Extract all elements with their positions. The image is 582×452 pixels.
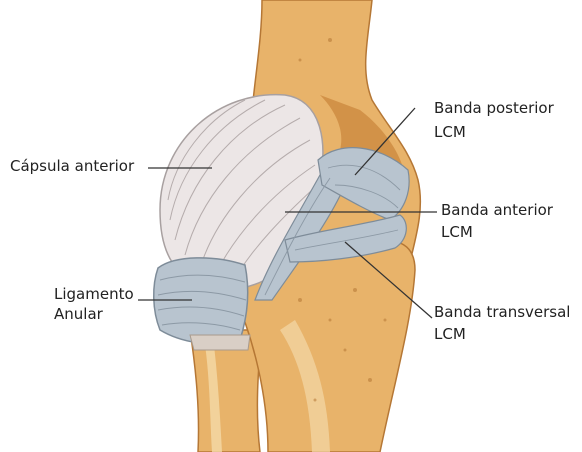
label-banda-posterior-line1: Banda posterior — [434, 98, 554, 118]
label-banda-posterior-line2: LCM — [434, 122, 466, 142]
label-capsula-anterior: Cápsula anterior — [10, 156, 134, 176]
label-banda-transversal-line2: LCM — [434, 324, 466, 344]
label-ligamento-anular-line2: Anular — [54, 304, 103, 324]
radius-neck-fringe — [190, 335, 250, 350]
annular-ligament — [154, 258, 248, 344]
label-banda-anterior-line1: Banda anterior — [441, 200, 553, 220]
label-banda-anterior-line2: LCM — [441, 222, 473, 242]
label-banda-transversal-line1: Banda transversal — [434, 302, 570, 322]
label-ligamento-anular-line1: Ligamento — [54, 284, 134, 304]
